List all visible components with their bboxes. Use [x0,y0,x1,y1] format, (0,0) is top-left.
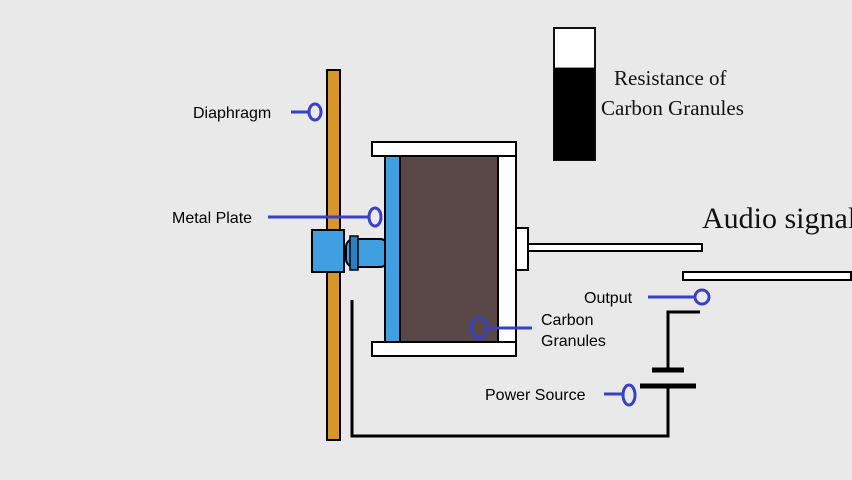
resistance-level [554,67,595,160]
resistance-label-line1: Resistance of [614,66,727,90]
metal-plate-callout-marker [367,206,383,228]
carbon-callout-marker [469,316,489,340]
output-wire [666,310,700,370]
diaphragm-label: Diaphragm [193,105,271,122]
carbon-label-line1: Carbon [541,312,593,329]
carbon-granules [399,155,499,343]
coupling-collar [349,235,359,271]
casing-top [371,141,517,157]
output-callout-marker [693,288,711,306]
casing-bottom [371,341,517,357]
resistance-label-line2: Carbon Granules [601,96,744,120]
power-source-label: Power Source [485,387,586,404]
audio-signal-label: Audio signal [702,202,852,235]
casing-knob [515,227,529,271]
casing-back [497,155,517,343]
metal-plate-label: Metal Plate [172,210,252,227]
metal-plate [384,155,401,343]
signal-bar [682,271,852,281]
output-rod [527,243,703,252]
coupling-block [311,229,345,273]
output-label: Output [584,290,633,307]
power-callout-marker [621,383,637,407]
diaphragm-callout-marker [307,102,323,122]
carbon-label-line2: Granules [541,333,606,350]
resistance-meter [553,27,596,161]
circuit-wire [350,300,670,438]
